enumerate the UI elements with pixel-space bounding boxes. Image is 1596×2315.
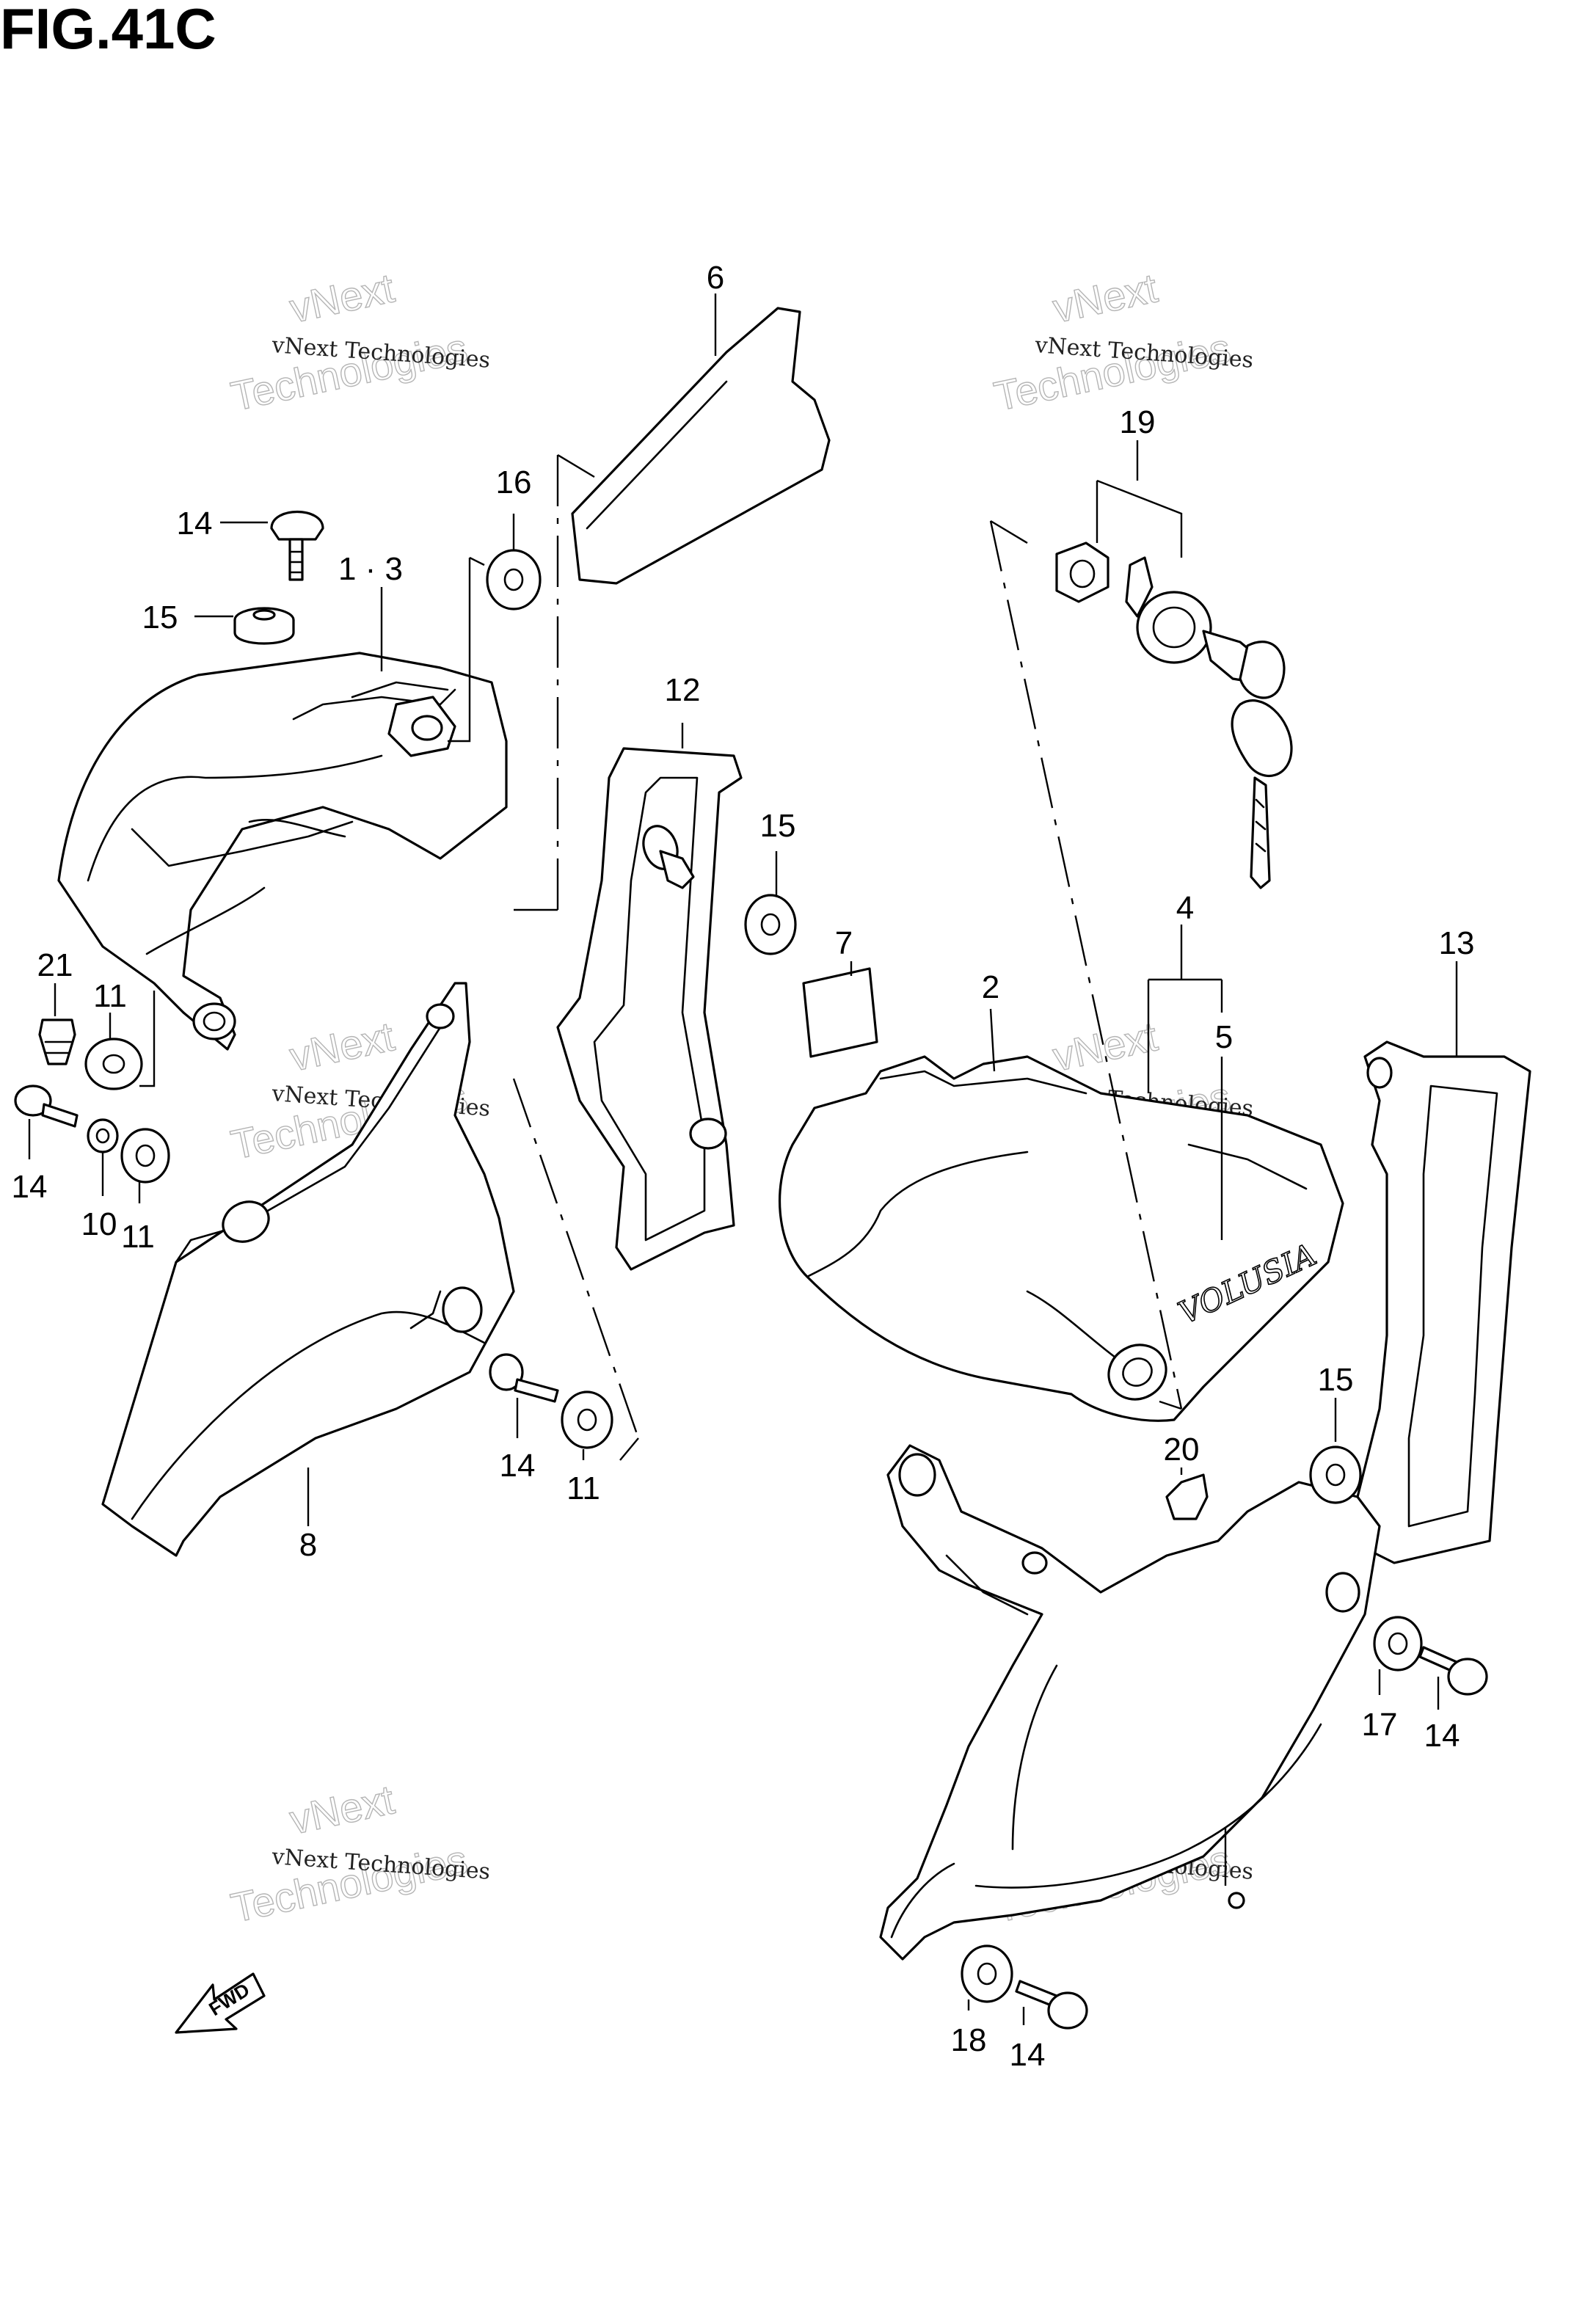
svg-text:vNext: vNext [285, 264, 398, 331]
callout-15-mid: 15 [760, 808, 796, 844]
part-15-grommet-top [233, 607, 295, 645]
callout-12: 12 [665, 672, 701, 708]
watermark-top-right: vNext Technologies vNext Technologies [990, 264, 1254, 420]
fwd-arrow: FWD [175, 1972, 266, 2034]
leader-lines [28, 294, 1458, 2025]
part-8-lower-left-side-cover [101, 982, 515, 1557]
part-14-screw-top [270, 510, 324, 581]
figure-title: FIG.41C [0, 0, 216, 61]
part-9-lower-right-side-cover [879, 1444, 1381, 1961]
part-11-grommet-c [561, 1390, 613, 1449]
callout-18: 18 [951, 2022, 987, 2058]
part-17-grommet [1373, 1616, 1423, 1671]
callout-13: 13 [1439, 925, 1475, 961]
part-16-grommet [486, 549, 542, 610]
callout-10: 10 [81, 1206, 117, 1242]
part-15-grommet-right [1309, 1445, 1362, 1504]
svg-text:vNext: vNext [285, 1776, 398, 1842]
callout-6: 6 [707, 260, 724, 296]
callout-14-left: 14 [12, 1169, 48, 1205]
callout-7: 7 [835, 925, 853, 961]
callout-14-top: 14 [177, 506, 213, 542]
part-3-small-bolt [1228, 1892, 1245, 1909]
callout-14-bottom: 14 [1010, 2037, 1046, 2073]
part-11-grommet-a [84, 1038, 143, 1090]
part-20-nut [1165, 1473, 1209, 1520]
part-10-washer [87, 1118, 119, 1153]
watermark-top-left: vNext Technologies vNext Technologies [227, 264, 491, 420]
svg-text:vNext: vNext [285, 1013, 398, 1079]
assembly-lines [139, 453, 1183, 1461]
callout-1-3: 1 · 3 [338, 551, 403, 587]
part-12-left-upright-bracket [556, 747, 743, 1271]
part-11-grommet-b [120, 1128, 170, 1184]
part-7-label [802, 967, 878, 1058]
callout-17: 17 [1362, 1707, 1398, 1743]
svg-text:vNext: vNext [1049, 1013, 1162, 1079]
callout-14-mid: 14 [500, 1448, 536, 1484]
callout-4: 4 [1176, 890, 1194, 926]
part-6-bracket [571, 307, 831, 585]
callout-21: 21 [37, 947, 73, 983]
part-15-grommet-mid [744, 894, 797, 955]
callout-5: 5 [1215, 1019, 1233, 1055]
part-2-right-frame-cover: VOLUSIA [778, 1055, 1344, 1422]
callout-11-c: 11 [566, 1470, 600, 1506]
callout-19: 19 [1120, 404, 1156, 440]
callout-11-a: 11 [93, 978, 127, 1014]
callout-2: 2 [982, 969, 999, 1005]
part-1-3-left-frame-cover [57, 652, 508, 1051]
callout-20: 20 [1164, 1432, 1200, 1468]
callout-15-right: 15 [1318, 1362, 1354, 1398]
callout-numbers: 6 1 · 3 14 15 16 12 15 7 19 2 4 5 13 21 … [12, 260, 1475, 2073]
callout-11-b: 11 [121, 1219, 155, 1255]
svg-text:vNext: vNext [1049, 264, 1162, 331]
part-21-bolt [38, 1018, 76, 1065]
part-14-screw-bottom [1015, 1980, 1088, 2030]
part-13-right-upright-bracket [1356, 1040, 1531, 1564]
part-18-grommet [961, 1944, 1013, 2003]
watermark-bottom-left: vNext Technologies vNext Technologies [227, 1776, 491, 1932]
part-14-screw-left [14, 1084, 79, 1128]
callout-16: 16 [496, 464, 532, 500]
callout-14-right: 14 [1424, 1718, 1460, 1754]
callout-8: 8 [299, 1527, 317, 1563]
part-14-screw-mid [489, 1353, 559, 1403]
part-19-lock-key-set [1055, 542, 1293, 889]
part-14-screw-right [1418, 1646, 1488, 1696]
callout-15-top: 15 [142, 599, 178, 635]
